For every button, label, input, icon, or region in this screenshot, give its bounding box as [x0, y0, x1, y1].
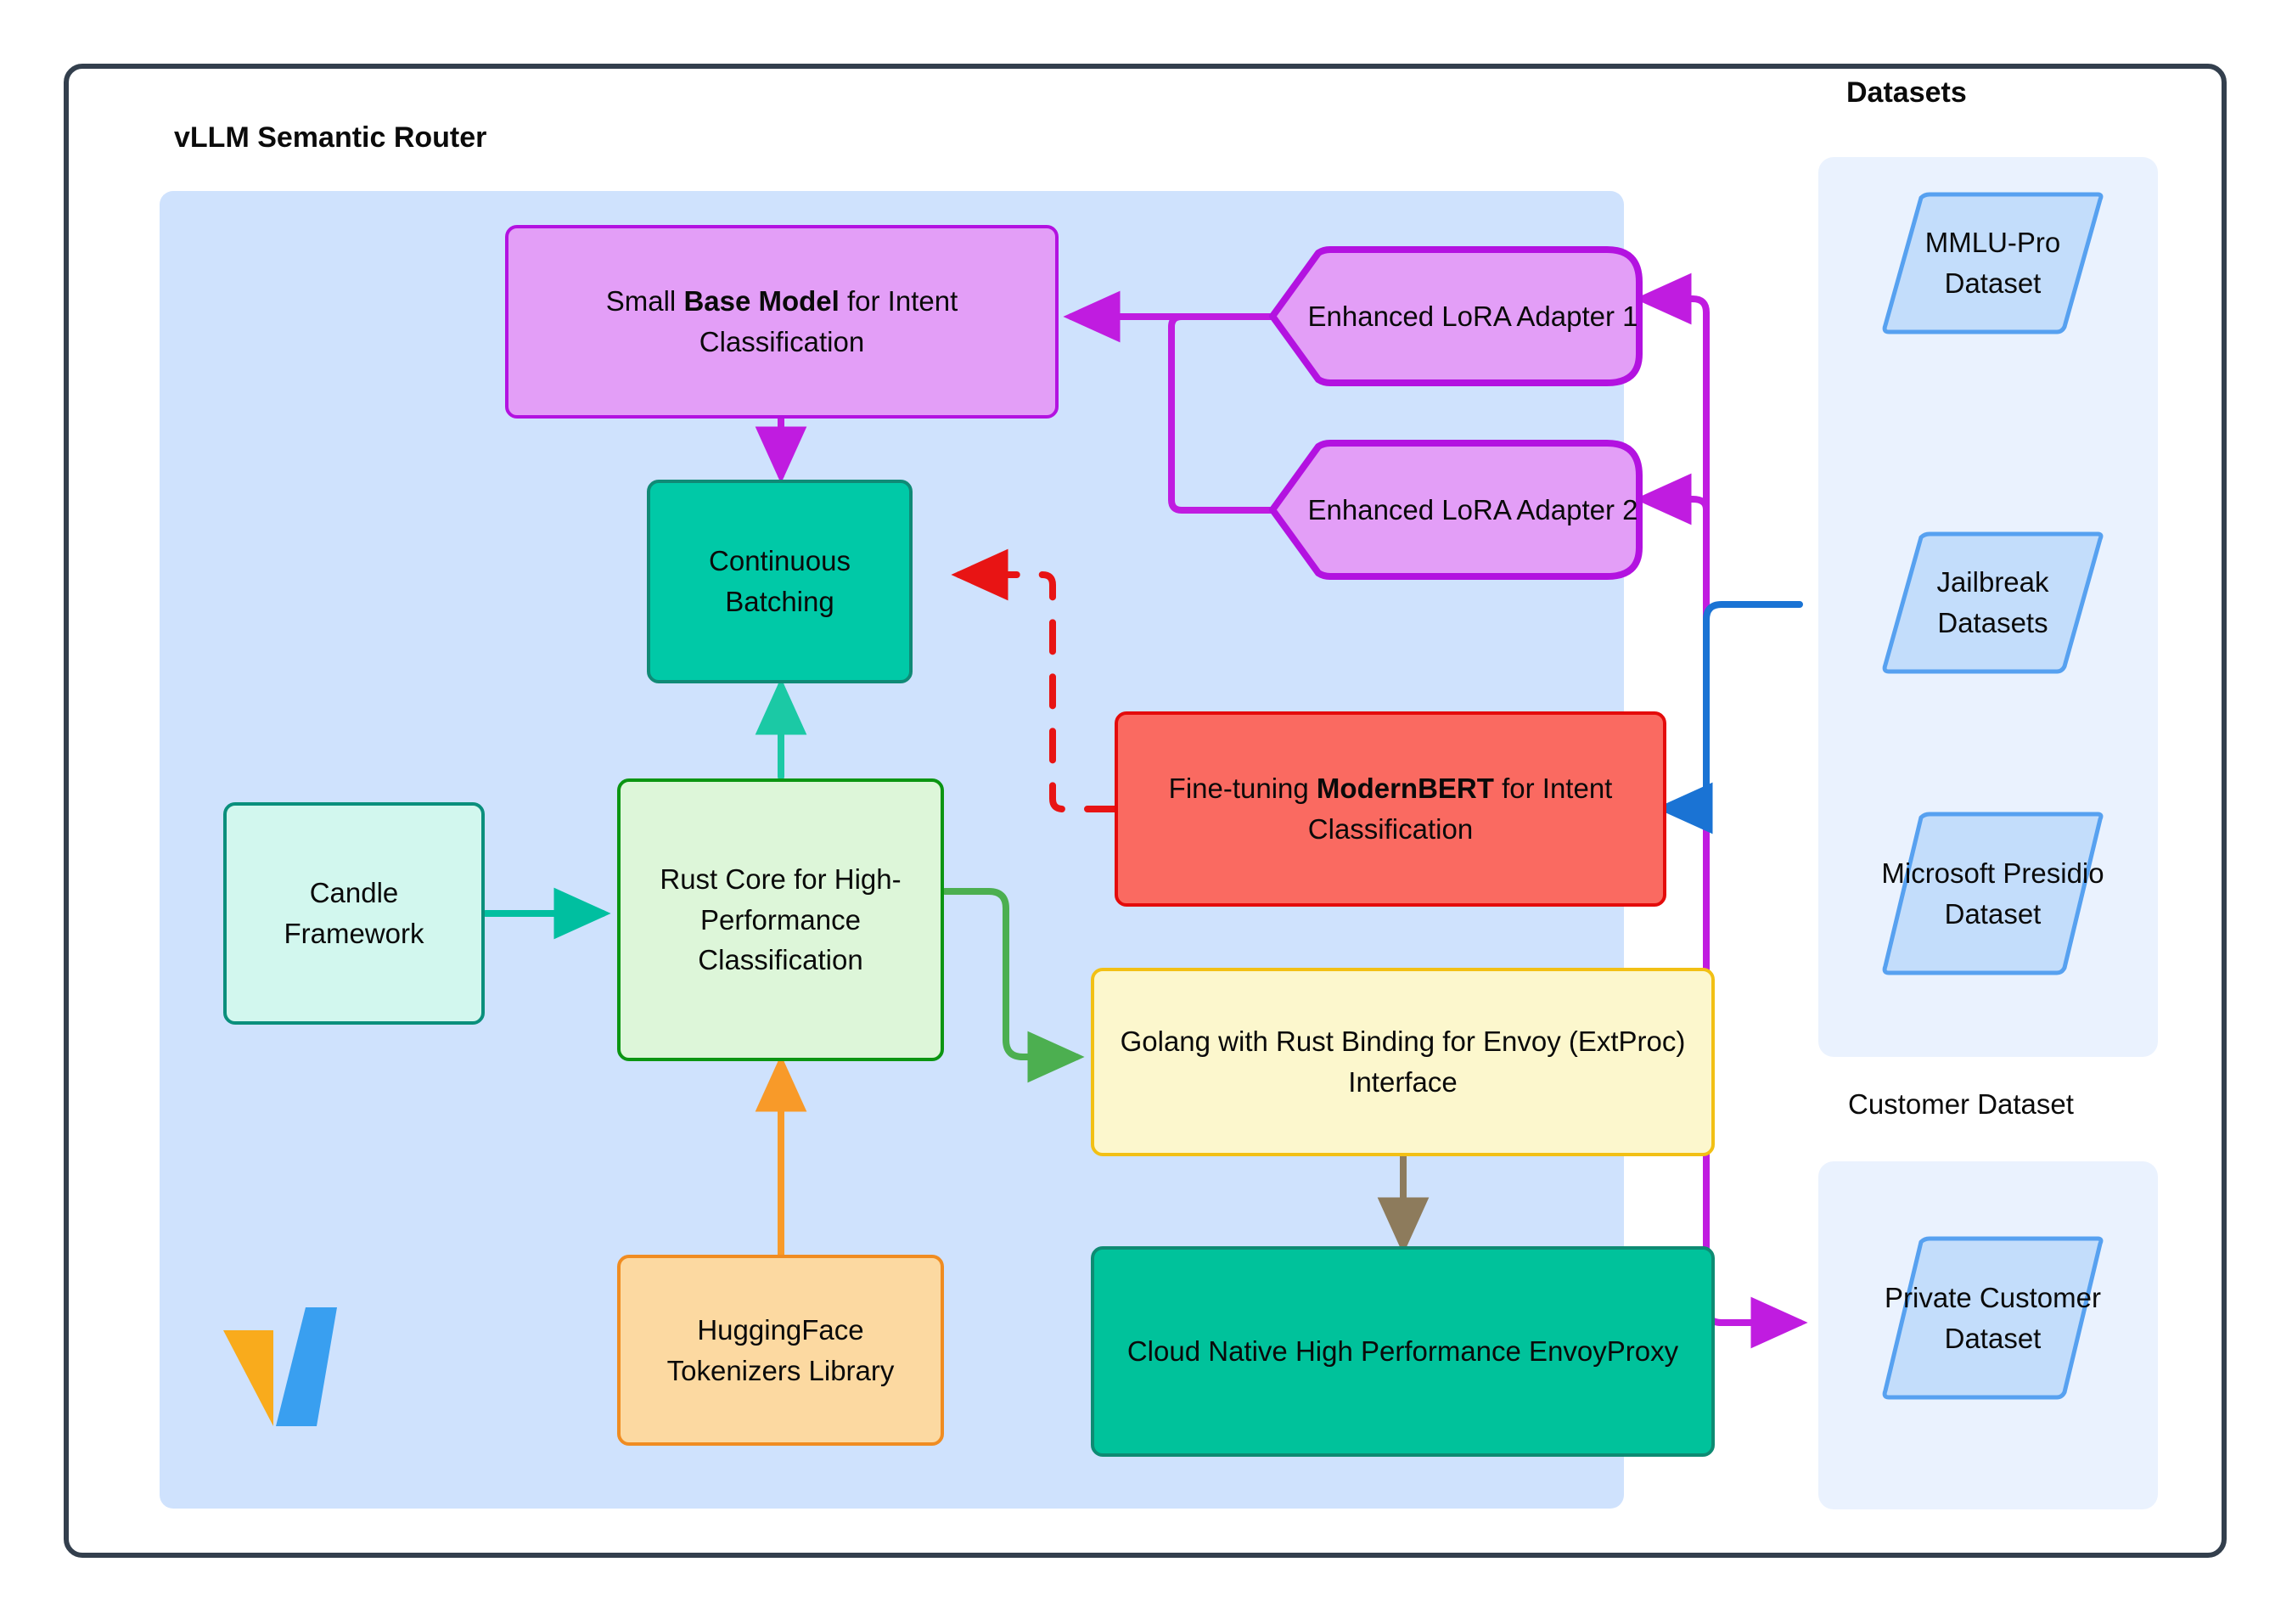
parallelogram-shape — [1882, 812, 2104, 975]
parallelogram-shape — [1882, 192, 2104, 334]
node-continuous-batching-label: Continuous Batching — [709, 545, 851, 617]
node-modernbert-label: Fine-tuning ModernBERT for Intent Classi… — [1168, 773, 1613, 845]
vllm-logo-left-wedge — [223, 1330, 273, 1426]
node-modernbert[interactable]: Fine-tuning ModernBERT for Intent Classi… — [1115, 711, 1666, 907]
dataset-mmlu-pro[interactable]: MMLU-Pro Dataset — [1880, 191, 2105, 335]
node-lora-adapter-2-label: Enhanced LoRA Adapter 2 — [1307, 493, 1638, 525]
node-candle-framework-label: Candle Framework — [284, 877, 424, 949]
node-envoy-proxy-label: Cloud Native High Performance EnvoyProxy — [1126, 1335, 1679, 1368]
parallelogram-shape — [1882, 1236, 2104, 1400]
node-huggingface-tokenizers-label: HuggingFace Tokenizers Library — [666, 1313, 895, 1386]
dataset-mmlu-pro-label: MMLU-Pro Dataset — [1924, 227, 2061, 299]
router-group-title: vLLM Semantic Router — [174, 121, 487, 154]
node-golang-extproc-label: Golang with Rust Binding for Envoy (ExtP… — [1120, 1026, 1686, 1098]
node-candle-framework[interactable]: Candle Framework — [223, 802, 485, 1025]
node-rust-core[interactable]: Rust Core for High-Performance Classific… — [617, 778, 944, 1061]
node-base-model[interactable]: Small Base Model for Intent Classificati… — [505, 225, 1059, 419]
node-continuous-batching[interactable]: Continuous Batching — [647, 480, 913, 683]
parallelogram-shape — [1882, 531, 2104, 674]
node-golang-extproc[interactable]: Golang with Rust Binding for Envoy (ExtP… — [1091, 968, 1715, 1156]
node-envoy-proxy[interactable]: Cloud Native High Performance EnvoyProxy — [1091, 1246, 1715, 1457]
node-lora-adapter-2[interactable]: Enhanced LoRA Adapter 2 — [1269, 440, 1643, 580]
dataset-microsoft-presidio[interactable]: Microsoft Presidio Dataset — [1880, 811, 2105, 976]
node-lora-adapter-1[interactable]: Enhanced LoRA Adapter 1 — [1269, 246, 1643, 386]
node-base-model-label: Small Base Model for Intent Classificati… — [605, 285, 958, 357]
hexagon-shape — [1269, 246, 1643, 386]
dataset-private-customer-label: Private Customer Dataset — [1885, 1281, 2101, 1354]
node-rust-core-label: Rust Core for High-Performance Classific… — [660, 863, 902, 976]
vllm-logo — [216, 1303, 344, 1439]
node-huggingface-tokenizers[interactable]: HuggingFace Tokenizers Library — [617, 1255, 944, 1446]
node-lora-adapter-1-label: Enhanced LoRA Adapter 1 — [1307, 300, 1638, 332]
dataset-jailbreak[interactable]: Jailbreak Datasets — [1880, 531, 2105, 675]
customer-dataset-group-title: Customer Dataset — [1848, 1088, 2074, 1120]
datasets-group-title: Datasets — [1846, 76, 1967, 109]
dataset-microsoft-presidio-label: Microsoft Presidio Dataset — [1881, 857, 2104, 930]
vllm-logo-right-wedge — [276, 1307, 337, 1426]
dataset-private-customer[interactable]: Private Customer Dataset — [1880, 1235, 2105, 1401]
dataset-jailbreak-label: Jailbreak Datasets — [1936, 566, 2049, 638]
hexagon-shape — [1269, 440, 1643, 580]
